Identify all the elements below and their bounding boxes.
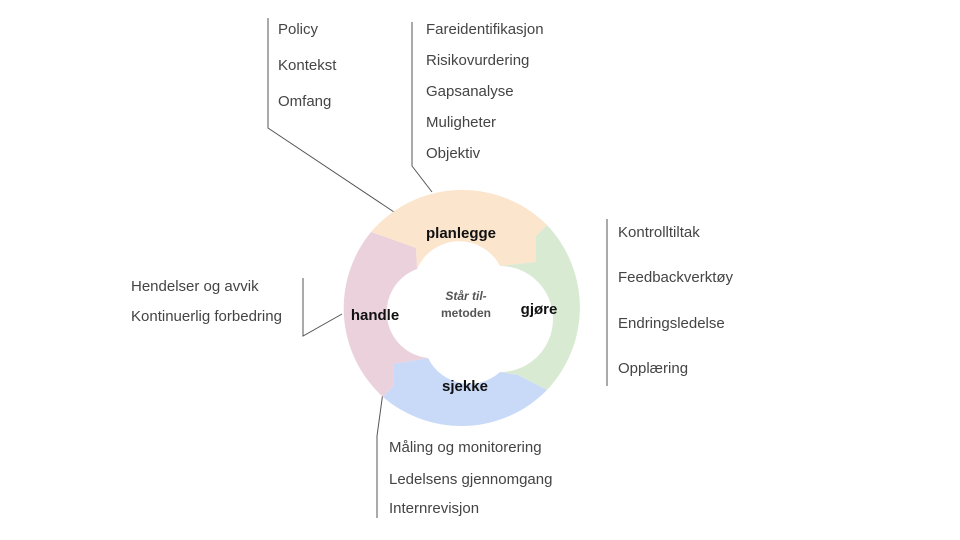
- segment-act[interactable]: [343, 232, 428, 397]
- phase-act-title: handle: [351, 307, 399, 324]
- plan-left-item: Policy: [278, 21, 319, 38]
- segment-plan[interactable]: [371, 189, 547, 269]
- plan-right-item: Objektiv: [426, 145, 481, 162]
- plan-right-item: Gapsanalyse: [426, 83, 514, 100]
- check-item: Måling og monitorering: [389, 439, 542, 456]
- plan-right-item: Risikovurdering: [426, 52, 530, 69]
- check-item: Ledelsens gjennomgang: [389, 471, 553, 488]
- center-circle: [414, 261, 506, 353]
- phase-do-title: gjøre: [521, 301, 558, 318]
- plan-right-item: Muligheter: [426, 114, 497, 131]
- do-item: Kontrolltiltak: [618, 224, 700, 241]
- connector-plan-left: [267, 18, 395, 213]
- center-label-line1: Står til-: [445, 289, 486, 303]
- connector-lines: [267, 18, 608, 518]
- act-item: Kontinuerlig forbedring: [131, 308, 282, 325]
- do-item: Feedbackverktøy: [618, 269, 734, 286]
- act-item: Hendelser og avvik: [131, 278, 259, 295]
- phase-check-title: sjekke: [442, 378, 488, 395]
- ring: [343, 189, 580, 427]
- connector-plan-right: [411, 22, 433, 193]
- do-item: Opplæring: [618, 360, 689, 377]
- do-item: Endringsledelse: [618, 315, 725, 332]
- connector-check: [376, 391, 384, 518]
- segment-check[interactable]: [383, 358, 547, 427]
- segment-do[interactable]: [500, 225, 580, 390]
- plan-right-item: Fareidentifikasjon: [426, 21, 544, 38]
- plan-left-item: Omfang: [278, 93, 332, 110]
- phase-plan-title: planlegge: [426, 225, 496, 242]
- center-label-line2: metoden: [441, 306, 491, 320]
- plan-left-item: Kontekst: [278, 57, 337, 74]
- connector-act: [302, 278, 343, 337]
- check-item: Internrevisjon: [389, 500, 480, 517]
